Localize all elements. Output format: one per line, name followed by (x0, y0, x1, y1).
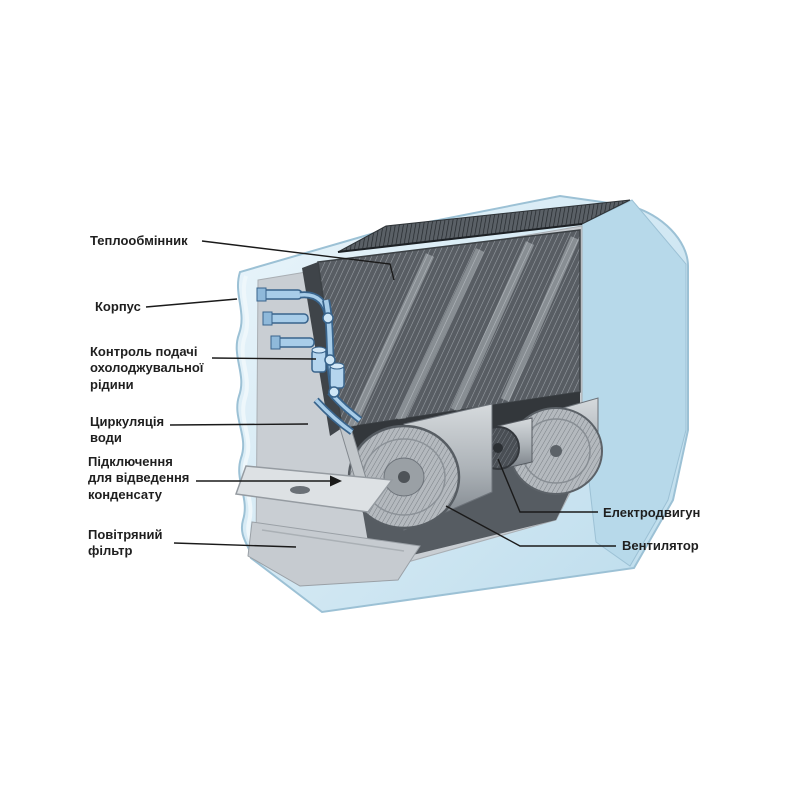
label-fan: Вентилятор (622, 538, 699, 553)
label-electric-motor: Електродвигун (603, 505, 701, 520)
label-heat-exchanger: Теплообмінник (90, 233, 188, 248)
label-coolant-control: Контроль подачі охолоджувальної рідини (90, 344, 204, 392)
leader-coolant-control (211, 357, 317, 360)
label-water-circulation: Циркуляція води (90, 414, 165, 446)
cut-edge (240, 275, 258, 557)
label-condensate-connection: Підключення для відведення конденсату (88, 454, 190, 502)
coolant-pipes (256, 287, 363, 435)
top-grille (337, 199, 631, 253)
leader-heat-exchanger (201, 240, 395, 281)
leader-housing (145, 298, 238, 308)
leader-water-circulation (169, 423, 309, 426)
fan-drum-right (509, 397, 603, 495)
condensate-drain-pan (234, 424, 394, 513)
label-air-filter: Повітряний фільтр (88, 527, 163, 559)
label-housing: Корпус (95, 299, 141, 314)
leader-lines (145, 240, 616, 548)
condensate-arrowhead (330, 475, 342, 487)
electric-motor (469, 417, 533, 471)
leader-electric-motor (497, 458, 598, 513)
fan-drum-left (347, 403, 493, 531)
air-filter-panel (247, 521, 421, 587)
leader-fan (445, 505, 616, 547)
coolant-valve (311, 346, 345, 389)
leader-air-filter (173, 542, 297, 548)
